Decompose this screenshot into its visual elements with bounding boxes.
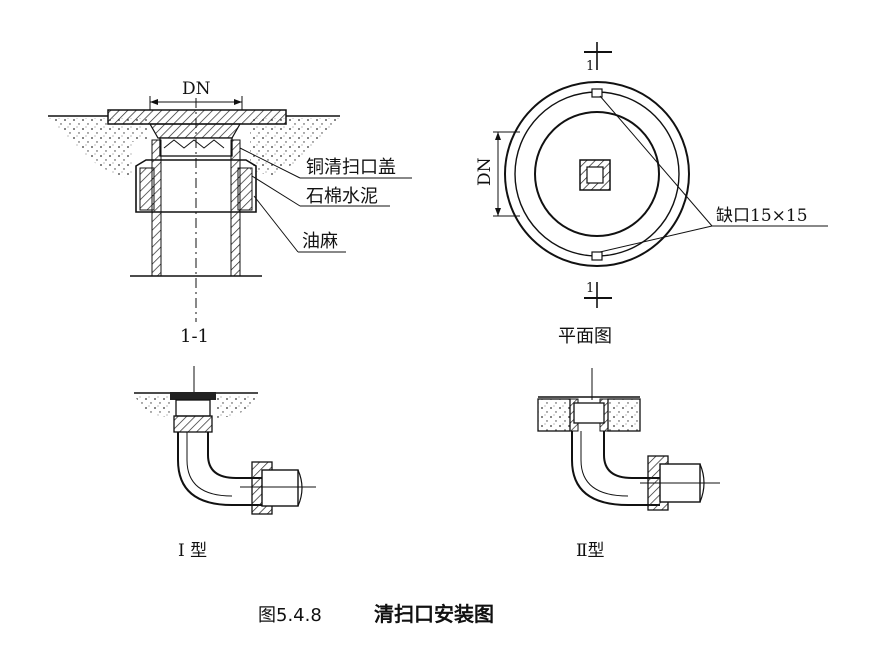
plan-view: 1 1 DN 缺口15×15 平面图 (475, 42, 828, 347)
notch-leader-top (599, 95, 713, 227)
pipe-wall-left (151, 139, 162, 277)
notch-bottom (591, 251, 603, 261)
notch-top (591, 88, 603, 98)
section-view: DN 铜清扫口盖 石棉水泥 油麻 1-1 (48, 79, 412, 347)
outer-ring (504, 81, 690, 267)
type1-bend-inner (207, 432, 262, 479)
callout-asbestos-cement: 石棉水泥 (306, 186, 378, 207)
type1-bend-outer (177, 432, 262, 506)
type1-concrete-right (216, 395, 258, 418)
section-caption: 1-1 (180, 326, 209, 347)
type1-cleanout-body (175, 399, 211, 417)
type1-caption: I 型 (178, 541, 207, 561)
square-key-inner (586, 166, 604, 184)
type2-caption: Ⅱ型 (576, 541, 605, 561)
section-dn-label: DN (182, 79, 211, 99)
type2-cleanout-body (573, 402, 605, 424)
notch-leader-bottom (599, 225, 713, 253)
concrete-left (48, 118, 148, 180)
type2-bend-wall (580, 431, 629, 497)
leader-cover (239, 147, 301, 179)
leader-oakum (253, 195, 299, 253)
type2-slab-right (607, 398, 641, 432)
section-mark-bottom-label: 1 (586, 281, 594, 296)
concrete-right (250, 118, 340, 176)
figure-number: 图5.4.8 (258, 605, 322, 626)
type1-break-line (297, 469, 303, 507)
type1-cover (170, 392, 216, 400)
type-two-detail: Ⅱ型 (537, 368, 720, 561)
figure-title: 清扫口安装图 (374, 602, 494, 626)
inner-circle (534, 111, 660, 237)
leader-asbestos (251, 175, 301, 207)
type2-bend-outer (571, 431, 660, 506)
type2-slab-left (537, 398, 571, 432)
notch-label: 缺口15×15 (716, 206, 808, 226)
plan-caption: 平面图 (558, 326, 612, 347)
thread-marks (163, 139, 225, 149)
type-one-detail: I 型 (134, 366, 316, 561)
callout-oakum: 油麻 (302, 231, 338, 252)
section-mark-top-label: 1 (586, 59, 594, 74)
callout-copper-cover: 铜清扫口盖 (306, 157, 396, 178)
type1-concrete-left (134, 395, 172, 418)
pipe-wall-right (230, 139, 241, 277)
type2-bend-inner (603, 431, 660, 479)
type1-socket (173, 415, 213, 433)
type1-bend-wall (186, 432, 233, 497)
type1-pipe-stub (261, 469, 299, 507)
plan-dn-label: DN (475, 157, 495, 186)
cleanout-cover (107, 109, 287, 125)
pipe-socket (135, 159, 257, 213)
cover-boss (148, 123, 242, 139)
